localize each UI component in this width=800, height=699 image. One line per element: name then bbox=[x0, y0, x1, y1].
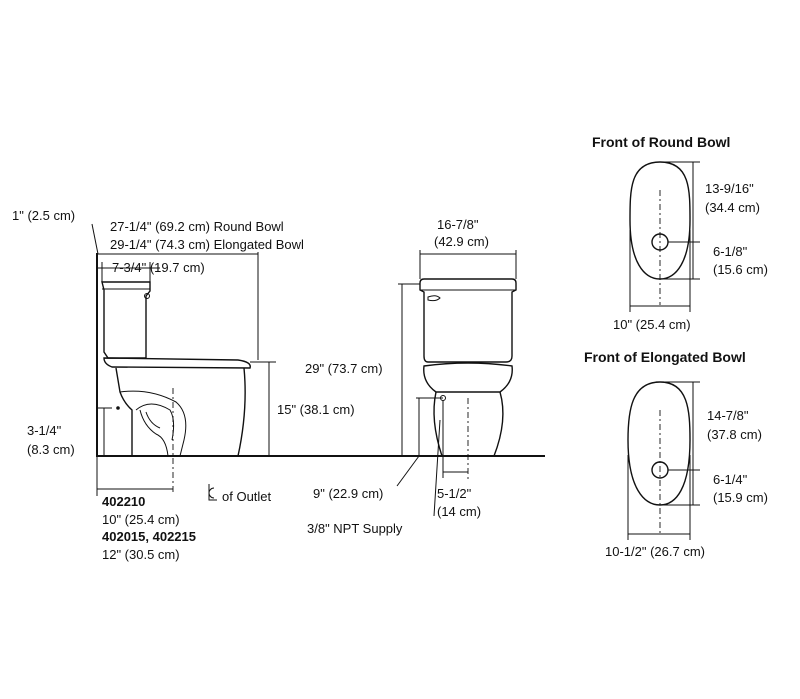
round-bowl-width: 10" (25.4 cm) bbox=[613, 317, 691, 332]
front-dim-width-in: 16-7/8" bbox=[437, 217, 479, 232]
side-tank-drawing bbox=[101, 281, 151, 359]
side-dim-elongated-bowl: 29-1/4" (74.3 cm) Elongated Bowl bbox=[110, 237, 304, 252]
round-bowl-view: Front of Round Bowl 13-9/16" (34.4 cm) 6… bbox=[592, 134, 768, 332]
front-flush-handle bbox=[427, 295, 441, 302]
side-top-leader bbox=[91, 223, 99, 255]
side-flush-handle bbox=[144, 293, 150, 299]
side-model-b: 402015, 402215 bbox=[102, 529, 196, 544]
front-seat-drawing bbox=[423, 362, 513, 393]
elongated-bowl-outline bbox=[627, 381, 691, 506]
side-model-b-dim: 12" (30.5 cm) bbox=[102, 547, 180, 562]
round-bowl-title: Front of Round Bowl bbox=[592, 134, 730, 150]
front-dim-width-cm: (42.9 cm) bbox=[434, 234, 489, 249]
front-supply-leader bbox=[433, 419, 441, 517]
side-outlet-label: of Outlet bbox=[222, 489, 272, 504]
side-dim-supply-cm: (8.3 cm) bbox=[27, 442, 75, 457]
side-supply-point bbox=[116, 406, 120, 410]
round-bowl-hole-cm: (15.6 cm) bbox=[713, 262, 768, 277]
elongated-bowl-length-cm: (37.8 cm) bbox=[707, 427, 762, 442]
side-dim-top: 1" (2.5 cm) bbox=[12, 208, 75, 223]
elongated-bowl-title: Front of Elongated Bowl bbox=[584, 349, 746, 365]
front-pedestal-drawing bbox=[433, 391, 504, 457]
side-trapway-drawing bbox=[119, 390, 187, 457]
front-supply-height-leader bbox=[396, 455, 420, 487]
elongated-bowl-length-in: 14-7/8" bbox=[707, 408, 749, 423]
elongated-bowl-hole-cm: (15.9 cm) bbox=[713, 490, 768, 505]
front-dim-offset-in: 5-1/2" bbox=[437, 486, 472, 501]
front-dim-supply-height: 9" (22.9 cm) bbox=[313, 486, 383, 501]
elongated-bowl-hole-in: 6-1/4" bbox=[713, 472, 748, 487]
front-tank-drawing bbox=[419, 278, 517, 363]
side-dim-supply-in: 3-1/4" bbox=[27, 423, 62, 438]
side-model-a: 402210 bbox=[102, 494, 145, 509]
centerline-symbol bbox=[208, 484, 217, 501]
front-supply-label: 3/8" NPT Supply bbox=[307, 521, 403, 536]
front-dim-offset-cm: (14 cm) bbox=[437, 504, 481, 519]
elongated-bowl-width: 10-1/2" (26.7 cm) bbox=[605, 544, 705, 559]
side-bowl-drawing bbox=[115, 367, 246, 457]
round-bowl-length-cm: (34.4 cm) bbox=[705, 200, 760, 215]
round-bowl-length-in: 13-9/16" bbox=[705, 181, 754, 196]
side-seat-drawing bbox=[103, 357, 251, 369]
side-dim-seat-height: 15" (38.1 cm) bbox=[277, 402, 355, 417]
side-model-a-dim: 10" (25.4 cm) bbox=[102, 512, 180, 527]
front-view: 16-7/8" (42.9 cm) 29" (73.7 cm) 9" (22.9… bbox=[305, 217, 517, 536]
elongated-bowl-view: Front of Elongated Bowl 14-7/8" (37.8 cm… bbox=[584, 349, 768, 559]
front-dim-height: 29" (73.7 cm) bbox=[305, 361, 383, 376]
side-view: 1" (2.5 cm) 27-1/4" (69.2 cm) Round Bowl… bbox=[12, 208, 545, 562]
side-dim-round-bowl: 27-1/4" (69.2 cm) Round Bowl bbox=[110, 219, 284, 234]
side-dim-tank-depth: 7-3/4" (19.7 cm) bbox=[112, 260, 205, 275]
round-bowl-hole-in: 6-1/8" bbox=[713, 244, 748, 259]
